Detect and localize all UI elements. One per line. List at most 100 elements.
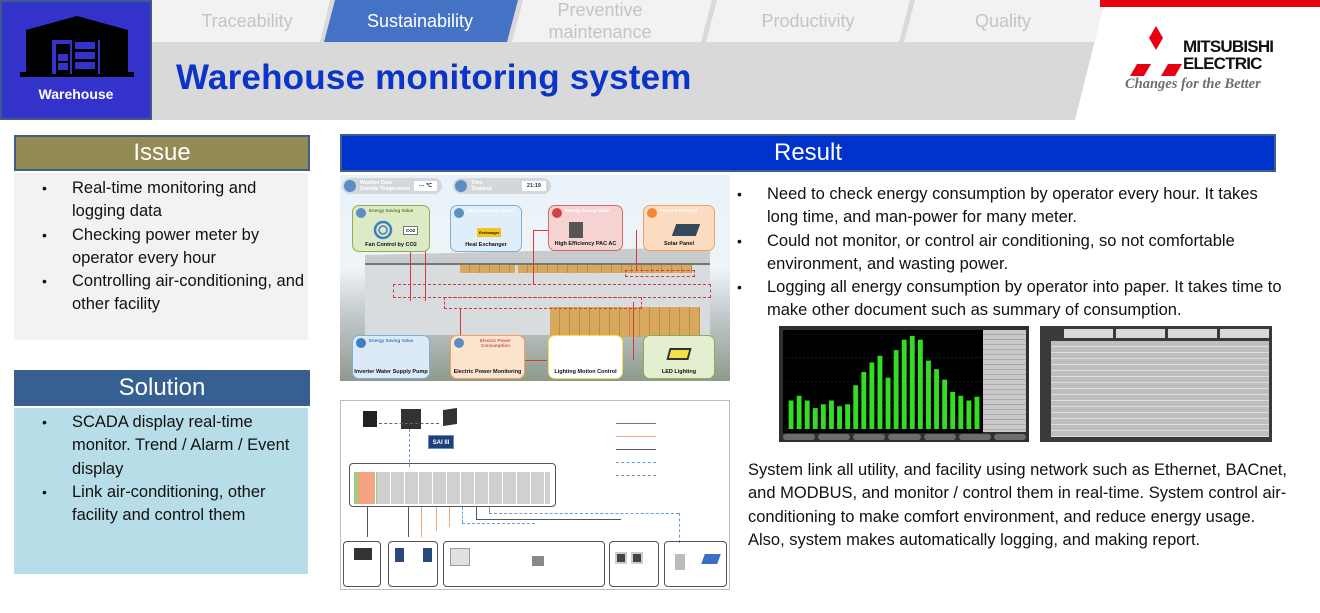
storage-boxes: [592, 265, 692, 273]
card-pac-ac: Energy Saving Value High Efficiency PAC …: [548, 205, 623, 251]
trend-bar: [853, 385, 859, 429]
toolbar-button[interactable]: [1064, 329, 1113, 338]
plc-slot: [377, 472, 551, 504]
master-plc-panel: [349, 463, 556, 507]
category-tile-label: Warehouse: [38, 86, 114, 102]
clock-icon: [455, 180, 467, 192]
water-drop-icon: [356, 338, 366, 348]
sun-icon: [647, 208, 657, 218]
solution-heading: Solution: [14, 370, 310, 406]
tab-productivity[interactable]: Productivity: [720, 0, 896, 42]
sensor-sheet-icon: [450, 548, 470, 566]
header-background: [150, 0, 1105, 120]
network-diagram-image: SAI III: [340, 400, 730, 590]
issue-list: Real-time monitoring and logging data Ch…: [14, 173, 308, 340]
group-power-monitoring: [609, 541, 659, 587]
tab-traceability[interactable]: Traceability: [168, 0, 326, 42]
trend-button[interactable]: [783, 434, 816, 440]
trend-bar: [885, 377, 891, 429]
logging-table-screenshot: [1040, 326, 1272, 442]
card-water-pump: Energy Saving Value Inverter Water Suppl…: [352, 335, 430, 379]
trend-button[interactable]: [923, 434, 956, 440]
weather-widget: Weather Data Outside Temperature --- ℃: [342, 178, 442, 194]
tab-preventive-maintenance[interactable]: Preventive maintenance: [530, 0, 670, 42]
trend-bar: [942, 379, 948, 429]
tab-sustainability[interactable]: Sustainability: [334, 0, 506, 42]
connector-line: [636, 230, 637, 270]
tab-label: Traceability: [201, 11, 293, 31]
result-item: Logging all energy consumption by operat…: [732, 276, 1292, 323]
screen-icon: [443, 408, 457, 426]
trend-button[interactable]: [853, 434, 886, 440]
toolbar-button[interactable]: [1220, 329, 1269, 338]
link-line: [367, 507, 368, 537]
page-title: Warehouse monitoring system: [176, 58, 692, 97]
trend-bar: [845, 404, 851, 429]
trend-bar: [950, 391, 956, 429]
toolbar-button[interactable]: [1168, 329, 1217, 338]
blower-icon: [373, 220, 393, 240]
hex-icon: [454, 208, 464, 218]
highlight-zone: [393, 284, 711, 298]
tab-label: Productivity: [761, 11, 855, 31]
trend-bar: [796, 395, 802, 429]
header: Warehouse Traceability Sustainability Pr…: [0, 0, 1320, 122]
plc-slot: [358, 472, 376, 504]
trend-bar: [966, 400, 972, 429]
ac-icon: [552, 208, 562, 218]
trend-button[interactable]: [993, 434, 1026, 440]
trend-bar: [901, 339, 907, 429]
solution-item: Link air-conditioning, other facility an…: [14, 481, 308, 528]
link-line: [489, 513, 679, 514]
category-tile-warehouse[interactable]: Warehouse: [0, 0, 152, 120]
trend-bar: [877, 355, 883, 429]
card-lighting-motion: Lighting Motion Control: [548, 335, 623, 379]
tab-label: Sustainability: [366, 11, 474, 31]
link-line: [476, 507, 477, 519]
connector-line: [533, 230, 549, 231]
link-line: [462, 523, 535, 524]
trend-bar: [861, 372, 867, 429]
trend-button[interactable]: [958, 434, 991, 440]
trend-button[interactable]: [818, 434, 851, 440]
trend-bar: [934, 369, 939, 429]
trend-button[interactable]: [888, 434, 921, 440]
trend-bar: [869, 362, 875, 429]
logo-wordmark: MITSUBISHI ELECTRIC: [1183, 37, 1274, 73]
group-air-conditioner: [443, 541, 605, 587]
trend-bar: [909, 335, 915, 429]
link-line: [449, 507, 450, 527]
result-list: Need to check energy consumption by oper…: [732, 183, 1292, 323]
solution-item: SCADA display real-time monitor. Trend /…: [14, 411, 308, 481]
issue-heading: Issue: [14, 135, 310, 171]
fan-icon: [356, 208, 366, 218]
card-solar-panel: Power Generated Solar Panel: [643, 205, 715, 251]
toolbar-button[interactable]: [1116, 329, 1165, 338]
trend-bar: [804, 400, 810, 429]
link-line: [679, 513, 680, 543]
solar-panel-icon: [701, 554, 721, 564]
card-led-lighting: LED Lighting: [643, 335, 715, 379]
connector-line: [460, 308, 461, 360]
trend-bar: [788, 400, 794, 429]
link-line: [462, 507, 463, 523]
group-solar-panel: [664, 541, 727, 587]
link-line: [409, 429, 410, 467]
trend-bar-plot: [783, 330, 983, 433]
tab-quality[interactable]: Quality: [915, 0, 1091, 42]
inverter-icon: [395, 548, 404, 562]
brand-red-bar: [1100, 0, 1320, 7]
solar-panel-icon: [671, 224, 701, 236]
power-meter-icon: [631, 552, 643, 564]
trend-bar: [893, 350, 899, 429]
plc-rack: [354, 472, 551, 504]
ac-controller-icon: [532, 556, 544, 566]
pc-icon: [401, 409, 421, 429]
trend-bar: [958, 395, 964, 429]
result-item: Need to check energy consumption by oper…: [732, 183, 1292, 230]
trend-button-bar: [783, 434, 1026, 442]
group-water-pump: [388, 541, 438, 587]
group-co2-control: [343, 541, 381, 587]
trend-value-list: [983, 330, 1026, 432]
cloud-icon: [344, 180, 356, 192]
